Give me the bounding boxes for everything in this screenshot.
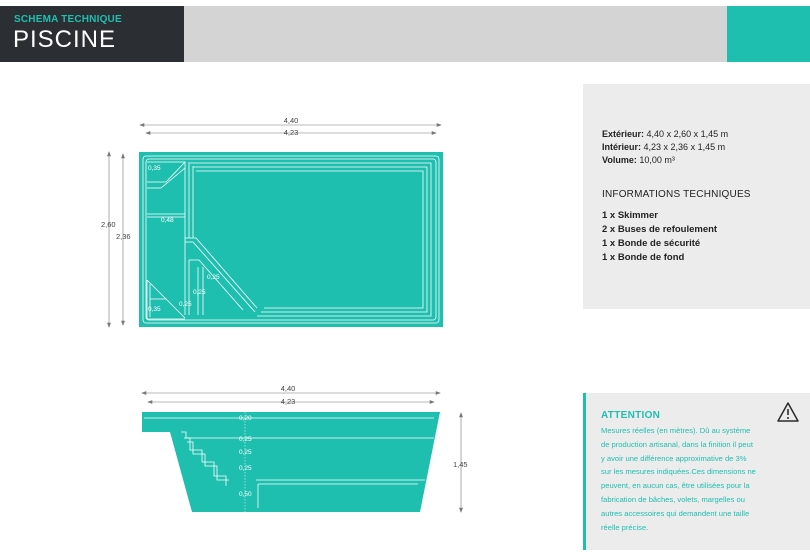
label-length-ext: 4,40: [284, 116, 299, 125]
side-dimension-length-ext: [141, 391, 441, 395]
attention-line: sur les mesures indiquées.Ces dimensions…: [601, 467, 756, 477]
header-title-block: SCHEMA TECHNIQUE PISCINE: [0, 6, 184, 62]
dimension-length-int: [145, 131, 437, 135]
pool-edges: [142, 155, 440, 324]
spec-exterieur-label: Extérieur:: [602, 129, 645, 139]
header-subtitle: SCHEMA TECHNIQUE: [14, 14, 122, 25]
side-label-depth: 1,45: [453, 460, 468, 469]
warning-icon: [777, 402, 799, 422]
side-dimension-depth: [459, 412, 463, 513]
spec-exterieur-value: 4,40 x 2,60 x 1,45 m: [646, 129, 729, 139]
spec-interieur: Intérieur: 4,23 x 2,36 x 1,45 m: [602, 142, 725, 152]
pool-side-view: 4,40 4,23 1,45 0,20 0,25 0,25 0,25 0,50: [141, 384, 468, 513]
pool-outline: [139, 152, 443, 327]
spec-panel: Extérieur: 4,40 x 2,60 x 1,45 m Intérieu…: [583, 84, 810, 309]
label-step-top: 0,35: [148, 165, 161, 172]
equipment-item: 1 x Skimmer: [602, 210, 658, 221]
info-title: INFORMATIONS TECHNIQUES: [602, 189, 751, 200]
label-width-ext: 2,60: [101, 220, 116, 229]
attention-line: de production artisanal, dans la finitio…: [601, 439, 753, 449]
side-label-length-ext: 4,40: [281, 384, 296, 393]
dimension-length-ext: [139, 123, 442, 127]
attention-line: peuvent, en aucun cas, être utilisées po…: [601, 481, 750, 491]
equipment-item: 1 x Bonde de sécurité: [602, 238, 701, 249]
attention-panel: ATTENTION Mesures réelles (en mètres). D…: [583, 393, 810, 550]
spec-volume: Volume: 10,00 m³: [602, 155, 675, 165]
spec-volume-value: 10,00 m³: [639, 155, 675, 165]
attention-line: Mesures réelles (en mètres). Dû au systè…: [601, 426, 751, 435]
label-width-int: 2,36: [116, 232, 131, 241]
pool-cross-section: [142, 412, 440, 512]
side-label-h4: 0,25: [239, 465, 252, 472]
label-bench: 0,48: [161, 217, 174, 224]
spec-exterieur: Extérieur: 4,40 x 2,60 x 1,45 m: [602, 129, 728, 139]
dimension-width-int: [121, 153, 125, 326]
spec-interieur-value: 4,23 x 2,36 x 1,45 m: [643, 142, 726, 152]
attention-line: réelle précise.: [601, 522, 649, 532]
spec-volume-label: Volume:: [602, 155, 637, 165]
spec-interieur-label: Intérieur:: [602, 142, 642, 152]
side-label-length-int: 4,23: [281, 397, 296, 406]
equipment-item: 1 x Bonde de fond: [602, 252, 685, 263]
side-label-h1: 0,20: [239, 415, 252, 422]
label-step-b: 0,25: [193, 289, 206, 296]
side-edges: [144, 417, 434, 508]
side-label-h3: 0,25: [239, 449, 252, 456]
header-accent: [727, 6, 810, 62]
label-step-c: 0,25: [179, 301, 192, 308]
side-dimension-length-int: [147, 400, 435, 404]
dimension-width-ext: [107, 151, 111, 328]
attention-line: autres accessoires qui demandent une tai…: [601, 508, 750, 518]
equipment-item: 2 x Buses de refoulement: [602, 224, 718, 235]
pool-top-view: 4,40 4,23 2,60 2,36: [101, 116, 443, 328]
page-title: PISCINE: [13, 26, 117, 53]
side-label-h2: 0,25: [239, 436, 252, 443]
attention-title: ATTENTION: [601, 410, 661, 421]
label-step-a: 0,25: [207, 274, 220, 281]
label-step-bottom: 0,35: [148, 306, 161, 313]
label-length-int: 4,23: [284, 128, 299, 137]
attention-line: fabrication de bâches, volets, margelles…: [601, 494, 745, 504]
attention-line: y avoir une différence approximative de …: [601, 453, 747, 463]
side-label-h5: 0,50: [239, 491, 252, 498]
header-band: [184, 6, 727, 62]
attention-text: Mesures réelles (en mètres). Dû au systè…: [601, 424, 771, 534]
